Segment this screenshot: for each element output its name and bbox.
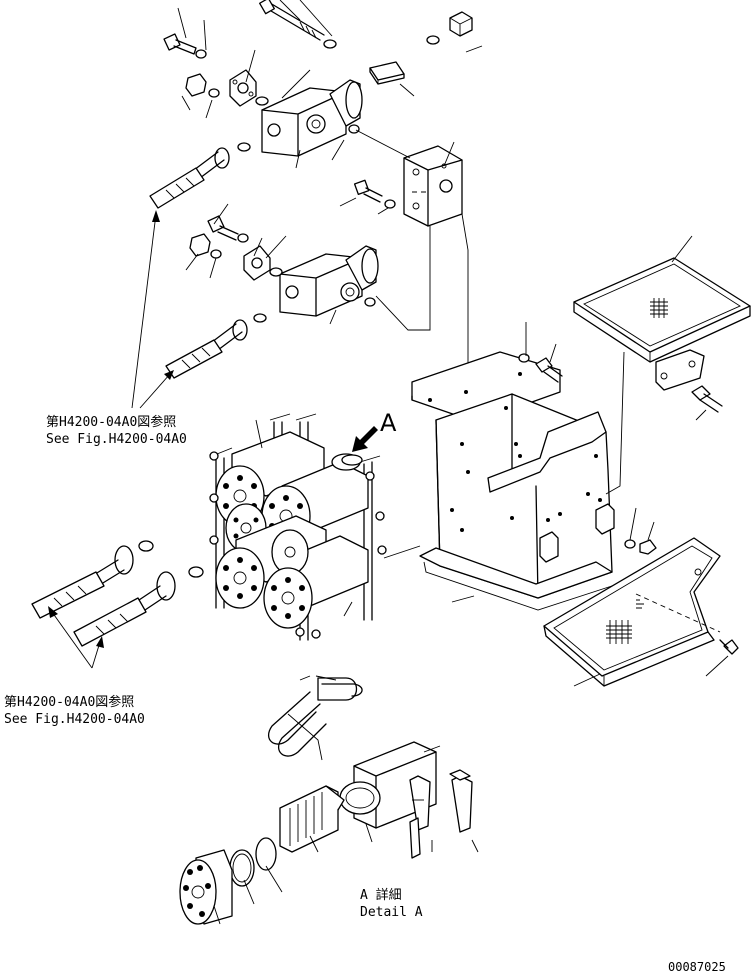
- filter-canister-lower-right: [263, 529, 369, 629]
- lower-flange-plate: [243, 245, 271, 281]
- drawing-number: 00087025: [668, 960, 726, 974]
- callout-leader-lines: [177, 0, 729, 925]
- top-cover-plate: [573, 257, 751, 363]
- reference-pointer-upper: [131, 210, 174, 409]
- reference-note-upper-jp: 第H4200-04A0図参照: [46, 415, 177, 430]
- upper-hose-fitting: [193, 147, 230, 179]
- frame-nut: [624, 539, 657, 555]
- lower-hose: [165, 339, 223, 379]
- frame-top-bolt: [518, 353, 563, 383]
- detail-end-cap: [179, 849, 233, 925]
- lower-valve-body: [279, 245, 379, 317]
- frame-clips: [539, 503, 615, 563]
- detail-caption-en: Detail A: [360, 905, 423, 920]
- detail-clamp-right: [449, 769, 473, 833]
- lower-hose-fitting: [211, 319, 248, 351]
- reference-pointer-lower: [48, 606, 104, 669]
- top-bolt-long: [259, 0, 325, 41]
- top-flange-plate: [229, 69, 257, 107]
- detail-caption-jp: A 詳細: [360, 888, 402, 903]
- lower-valve-orings: [253, 267, 376, 323]
- lower-left-hose-1: [31, 545, 134, 619]
- lower-bolt-upper: [207, 215, 249, 243]
- top-nut: [185, 73, 220, 98]
- upper-valve-orings: [237, 96, 360, 152]
- reference-note-lower-jp: 第H4200-04A0図参照: [4, 695, 135, 710]
- manifold-bolt: [353, 179, 396, 209]
- top-plug: [449, 11, 473, 37]
- top-cover-bracket: [655, 349, 705, 391]
- reference-note-lower-en: See Fig.H4200-04A0: [4, 712, 145, 727]
- bottom-cover-plate: [543, 537, 721, 687]
- detail-a-arrow: [352, 426, 378, 452]
- upper-hose: [149, 167, 205, 209]
- lower-bolt-left: [189, 233, 222, 259]
- detail-clamp-left: [409, 775, 431, 859]
- detail-marker-label: A: [380, 409, 397, 437]
- top-oring: [426, 35, 440, 45]
- filter-mount-bolts: [209, 451, 387, 639]
- reference-note-upper-en: See Fig.H4200-04A0: [46, 432, 187, 447]
- upper-cartridge: [369, 61, 405, 85]
- lower-left-hose-2: [73, 571, 176, 647]
- upper-valve-body: [261, 79, 363, 157]
- detail-filter-element: [279, 785, 345, 853]
- frame-link-lines: [383, 351, 625, 559]
- bottom-cover-bolt: [719, 639, 739, 655]
- detail-orings: [229, 837, 277, 887]
- top-bolt-left: [163, 33, 207, 59]
- top-cover-bolt: [691, 385, 723, 413]
- filter-orings: [138, 454, 363, 578]
- main-frame: [411, 351, 619, 611]
- manifold-block: [403, 145, 463, 227]
- top-washer: [323, 39, 337, 49]
- detail-u-bolts: [267, 677, 363, 761]
